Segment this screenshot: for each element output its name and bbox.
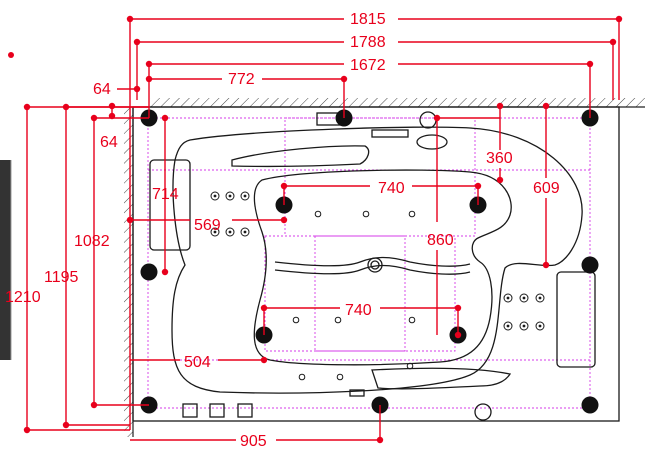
massage-jet-icon	[225, 227, 235, 237]
dim-overall-width-legs: 1672	[350, 57, 386, 74]
valve-icon	[474, 403, 492, 421]
dim-edge-offset-left: 64	[100, 134, 118, 151]
massage-jet-icon	[228, 230, 232, 234]
dimension-point	[260, 356, 268, 364]
support-leg-icon	[140, 263, 158, 281]
massage-jet-icon	[210, 227, 220, 237]
tub-inner-seat	[253, 169, 512, 366]
wall-left-hatch	[124, 107, 133, 437]
dimension-point	[108, 102, 116, 110]
massage-jet-icon	[314, 210, 322, 218]
dim-overall-width-outer: 1815	[350, 11, 386, 28]
massage-jet-icon	[334, 316, 342, 324]
massage-jet-icon	[292, 316, 300, 324]
massage-jet-icon	[522, 296, 526, 300]
dim-bottom-leg-offset: 905	[240, 433, 267, 450]
dim-overall-width-mid: 1788	[350, 34, 386, 51]
overflow-bar	[371, 129, 409, 138]
control-button-icon	[209, 403, 225, 418]
faucet-icon	[419, 111, 437, 129]
massage-jet-icon	[538, 324, 542, 328]
massage-jet-icon	[240, 191, 250, 201]
dim-upper-seat-width: 740	[378, 180, 405, 197]
armrest-band	[274, 264, 471, 275]
massage-jet-icon	[535, 321, 545, 331]
dim-overall-length: 1210	[5, 289, 41, 306]
control-button-icon	[182, 403, 198, 418]
dimension-point	[542, 261, 550, 269]
dim-inner-length: 1082	[74, 233, 110, 250]
massage-jet-icon	[213, 230, 217, 234]
massage-jet-icon	[240, 227, 250, 237]
massage-jet-icon	[535, 293, 545, 303]
massage-jet-icon	[298, 373, 306, 381]
dimension-point	[161, 268, 169, 276]
massage-jet-icon	[213, 194, 217, 198]
massage-jet-icon	[408, 316, 416, 324]
massage-jet-icon	[210, 191, 220, 201]
jet-group	[210, 191, 545, 381]
massage-jet-icon	[503, 321, 513, 331]
massage-jet-icon	[362, 210, 370, 218]
dimension-group	[23, 15, 623, 444]
faucet-handle	[416, 134, 448, 150]
guide-center	[314, 235, 406, 352]
dimension-point	[454, 331, 462, 339]
side-panel	[0, 160, 11, 360]
massage-jet-icon	[228, 194, 232, 198]
tub-outer-rim	[132, 106, 620, 422]
dim-center-depth: 860	[427, 232, 454, 249]
headrest-bottom	[371, 367, 512, 390]
massage-jet-icon	[243, 230, 247, 234]
tub-basin	[171, 126, 583, 394]
massage-jet-icon	[506, 324, 510, 328]
dimension-point	[161, 114, 169, 122]
dimension-point	[108, 112, 116, 120]
massage-jet-icon	[225, 191, 235, 201]
drain-grate	[349, 389, 365, 397]
dim-edge-offset-top: 64	[93, 81, 111, 98]
dimension-point	[126, 216, 134, 224]
massage-jet-icon	[519, 321, 529, 331]
control-button-icon	[237, 403, 253, 418]
pillow-icon	[556, 271, 596, 368]
dim-seat-depth: 714	[152, 186, 179, 203]
dim-lower-seat-width: 740	[345, 302, 372, 319]
massage-jet-icon	[406, 362, 414, 370]
massage-jet-icon	[506, 296, 510, 300]
drain-icon	[367, 257, 383, 273]
dim-leg-length: 1195	[44, 269, 79, 286]
massage-jet-icon	[519, 293, 529, 303]
guide-seat-upper	[284, 117, 476, 237]
drain-icon	[370, 260, 380, 270]
dim-seat-step: 569	[194, 217, 221, 234]
massage-jet-icon	[538, 296, 542, 300]
dim-right-depth: 609	[533, 180, 560, 197]
dimension-point	[542, 102, 550, 110]
dim-lower-left-offset: 504	[184, 354, 211, 371]
dimension-point	[280, 216, 288, 224]
support-leg-icon	[581, 256, 599, 274]
side-marker	[8, 52, 14, 58]
wall-top-hatch	[150, 98, 645, 107]
dim-leg-offset-top: 772	[228, 71, 255, 88]
dimension-point	[496, 176, 504, 184]
massage-jet-icon	[522, 324, 526, 328]
guide-seat-lower	[264, 235, 456, 352]
support-leg-icon	[581, 396, 599, 414]
massage-jet-icon	[336, 373, 344, 381]
massage-jet-icon	[503, 293, 513, 303]
massage-jet-icon	[408, 210, 416, 218]
pillow-icon	[149, 159, 191, 251]
headrest-top	[231, 145, 370, 168]
massage-jet-icon	[243, 194, 247, 198]
dim-headrest-offset: 360	[486, 150, 513, 167]
